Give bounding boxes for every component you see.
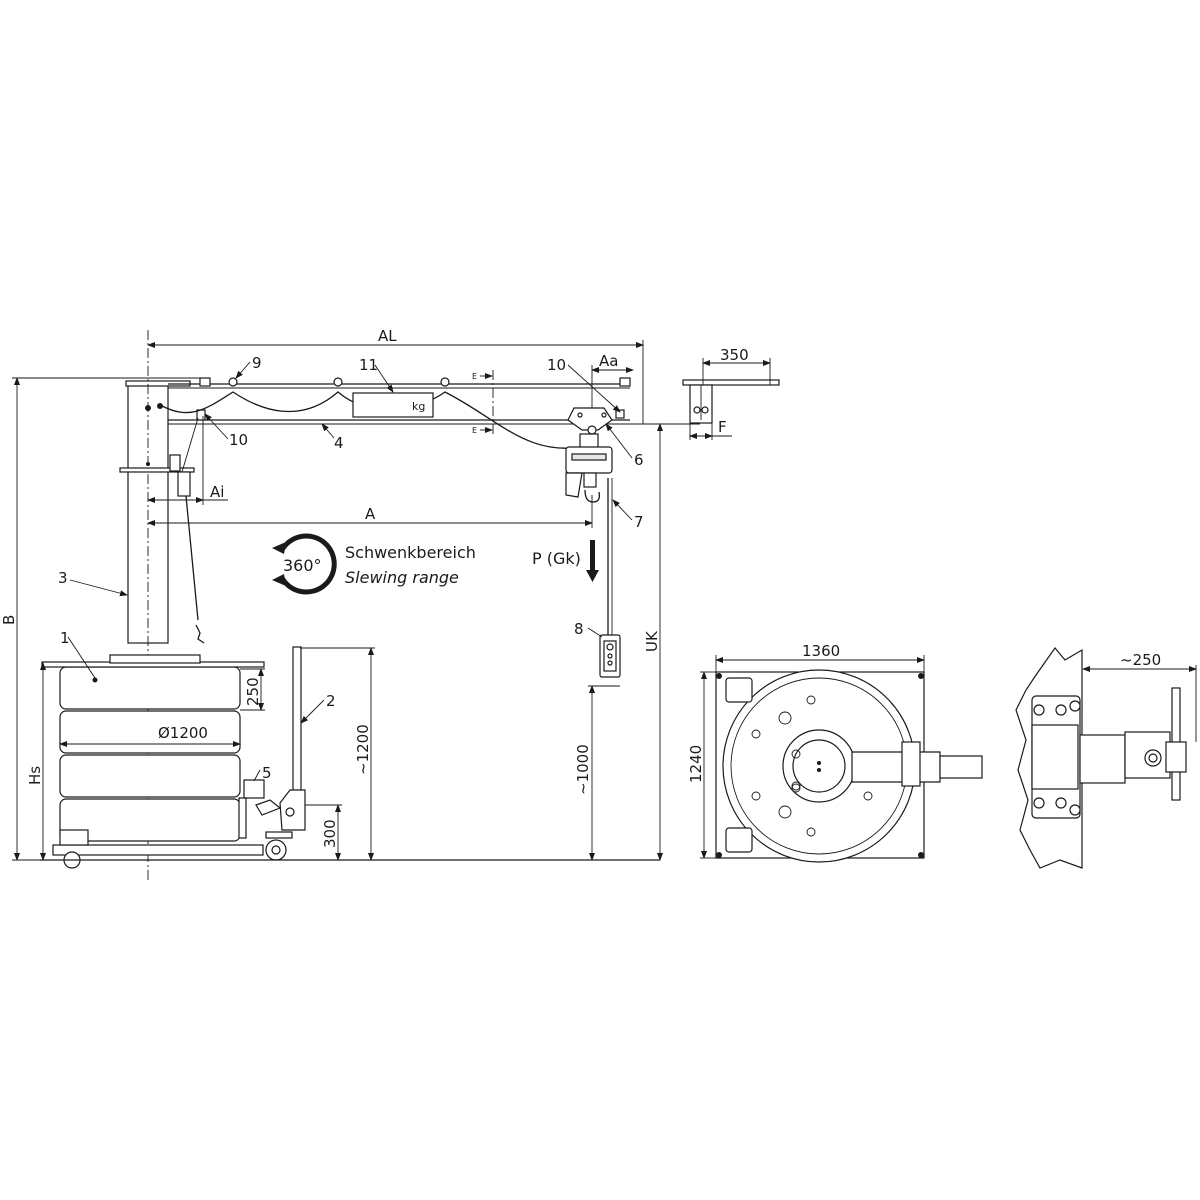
slew-label-de: Schwenkbereich <box>345 543 476 562</box>
wall-mount-view: ~250 <box>1015 647 1197 869</box>
callouts: 1 2 3 4 5 6 7 8 9 10 10 11 <box>58 354 644 782</box>
section-marker-e: E E <box>472 370 494 436</box>
callout-2: 2 <box>326 692 336 710</box>
drawbar <box>265 646 306 861</box>
callout-10-outer: 10 <box>547 356 566 374</box>
callout-8: 8 <box>574 620 584 638</box>
cable-trolley <box>228 377 450 387</box>
ballast-tank <box>41 654 265 869</box>
dim-250-wall: ~250 <box>1120 651 1161 669</box>
callout-11: 11 <box>359 356 378 374</box>
callout-9: 9 <box>252 354 262 372</box>
support-arm <box>119 417 205 644</box>
dim-300: 300 <box>321 819 339 848</box>
callout-6: 6 <box>634 451 644 469</box>
dim-diameter-1200: Ø1200 <box>158 724 208 742</box>
side-view: kg E E <box>40 330 700 880</box>
load-label: P (Gk) <box>532 549 581 568</box>
dim-1240: 1240 <box>687 745 705 783</box>
callout-7: 7 <box>634 513 644 531</box>
dim-250: 250 <box>244 677 262 706</box>
dim-1360: 1360 <box>802 642 840 660</box>
dim-aa: Aa <box>599 352 618 370</box>
dim-ai: Ai <box>210 483 224 501</box>
control-pendant <box>599 634 621 678</box>
dim-f: F <box>718 418 727 436</box>
callout-4: 4 <box>334 434 344 452</box>
slewing-range-symbol: 360° Schwenkbereich Slewing range <box>272 533 476 595</box>
slew-label-en: Slewing range <box>345 568 459 587</box>
svg-text:E: E <box>472 426 477 435</box>
slew-angle: 360° <box>283 556 322 575</box>
load-indicator: P (Gk) <box>532 540 599 582</box>
section-e-detail: 350 F <box>682 346 780 440</box>
kg-sign: kg <box>412 400 425 413</box>
load-plate <box>352 392 434 418</box>
dim-1000: ~1000 <box>574 744 592 795</box>
dim-hs: Hs <box>26 766 44 785</box>
festoon-cable <box>161 391 591 449</box>
rotate-arrow-icon <box>272 542 286 554</box>
svg-text:E: E <box>472 372 477 381</box>
callout-10-inner: 10 <box>229 431 248 449</box>
dim-350: 350 <box>720 346 749 364</box>
callout-5: 5 <box>262 764 272 782</box>
dim-al: AL <box>378 327 397 345</box>
dim-b: B <box>0 615 18 625</box>
trolley-hoist <box>565 407 613 503</box>
dim-uk: UK <box>643 630 661 652</box>
down-arrow-icon <box>590 540 595 570</box>
callout-3: 3 <box>58 569 68 587</box>
jib-beam <box>168 377 700 425</box>
dim-a: A <box>365 505 376 523</box>
top-view: 1360 1240 <box>687 642 983 863</box>
jack <box>238 779 282 839</box>
callout-1: 1 <box>60 629 70 647</box>
dimension-lines: AL Aa Ai A B Hs 250 Ø1200 ~1200 <box>0 327 663 861</box>
dim-1200: ~1200 <box>354 724 372 775</box>
